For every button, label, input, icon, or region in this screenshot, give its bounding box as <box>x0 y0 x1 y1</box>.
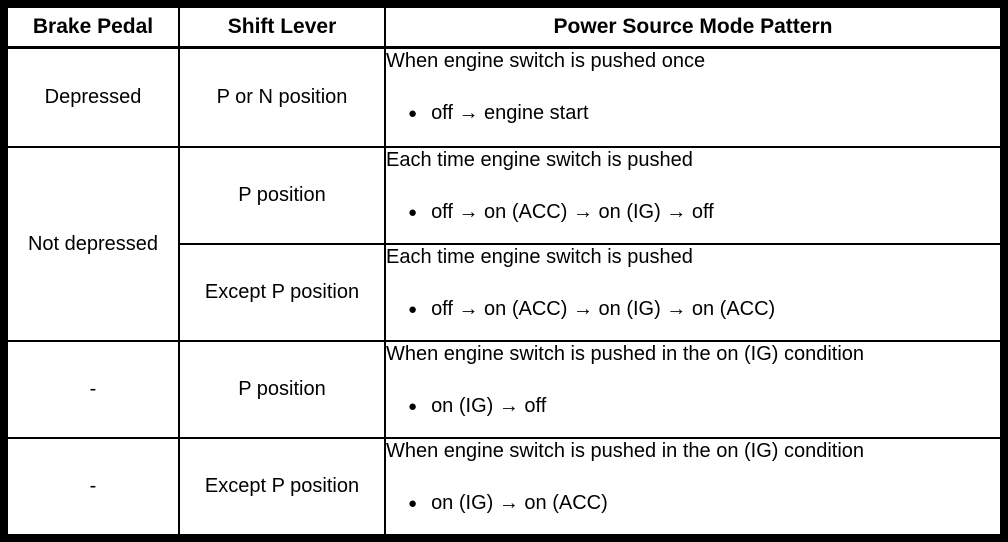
pattern-title: When engine switch is pushed in the on (… <box>386 343 865 366</box>
pattern-cell: When engine switch is pushed in the on (… <box>384 437 1002 536</box>
header-power-source-mode-pattern: Power Source Mode Pattern <box>384 5 1002 49</box>
shift-lever-cell: P position <box>178 340 386 440</box>
pattern-bullet-text: off → on (ACC) → on (IG) → on (ACC) <box>431 298 776 321</box>
pattern-bullet-text: off → on (ACC) → on (IG) → off <box>431 201 714 224</box>
spec-table: Brake Pedal Shift Lever Power Source Mod… <box>6 5 1002 536</box>
pattern-bullet-line: ● off → on (ACC) → on (IG) → on (ACC) <box>408 297 999 322</box>
pattern-title: When engine switch is pushed in the on (… <box>386 440 865 463</box>
table-row: Depressed P or N position When engine sw… <box>6 46 1002 149</box>
bullet-icon: ● <box>408 495 418 513</box>
header-row: Brake Pedal Shift Lever Power Source Mod… <box>6 5 1002 49</box>
pattern-bullet-line: ● off → on (ACC) → on (IG) → off <box>408 200 999 225</box>
pattern-bullet-text: on (IG) → off <box>431 395 547 418</box>
shift-lever-cell: Except P position <box>178 243 386 343</box>
pattern-bullet-text: on (IG) → on (ACC) <box>431 492 608 515</box>
header-shift-lever: Shift Lever <box>178 5 386 49</box>
bullet-icon: ● <box>408 301 418 319</box>
shift-lever-cell: Except P position <box>178 437 386 536</box>
brake-pedal-cell: Not depressed <box>6 146 180 343</box>
pattern-bullet-text: off → engine start <box>431 101 589 124</box>
table-row: - P position When engine switch is pushe… <box>6 340 1002 440</box>
table-row: Except P position Each time engine switc… <box>7 243 1002 343</box>
pattern-title: Each time engine switch is pushed <box>386 149 693 172</box>
shift-lever-cell: P position <box>178 146 386 246</box>
bullet-icon: ● <box>408 398 418 416</box>
bullet-icon: ● <box>408 104 418 122</box>
brake-pedal-cell: - <box>6 340 180 440</box>
header-brake-pedal: Brake Pedal <box>6 5 180 49</box>
brake-pedal-cell: - <box>6 437 180 536</box>
pattern-cell: Each time engine switch is pushed ● off →… <box>384 146 1002 246</box>
pattern-bullet-line: ● on (IG) → off <box>408 394 999 419</box>
pattern-bullet-line: ● off → engine start <box>408 101 999 126</box>
bullet-icon: ● <box>408 204 418 222</box>
table-row: Not depressed P position Each time engin… <box>6 146 1002 343</box>
pattern-bullet-line: ● on (IG) → on (ACC) <box>408 491 999 516</box>
shift-lever-cell: P or N position <box>178 46 386 149</box>
pattern-cell: Each time engine switch is pushed ● off →… <box>384 243 1002 343</box>
brake-pedal-cell: Depressed <box>6 46 180 149</box>
table-row: - Except P position When engine switch i… <box>6 437 1002 536</box>
pattern-title: When engine switch is pushed once <box>386 49 706 72</box>
pattern-cell: When engine switch is pushed once ● off →… <box>384 46 1002 149</box>
pattern-cell: When engine switch is pushed in the on (… <box>384 340 1002 440</box>
pattern-title: Each time engine switch is pushed <box>386 246 693 269</box>
